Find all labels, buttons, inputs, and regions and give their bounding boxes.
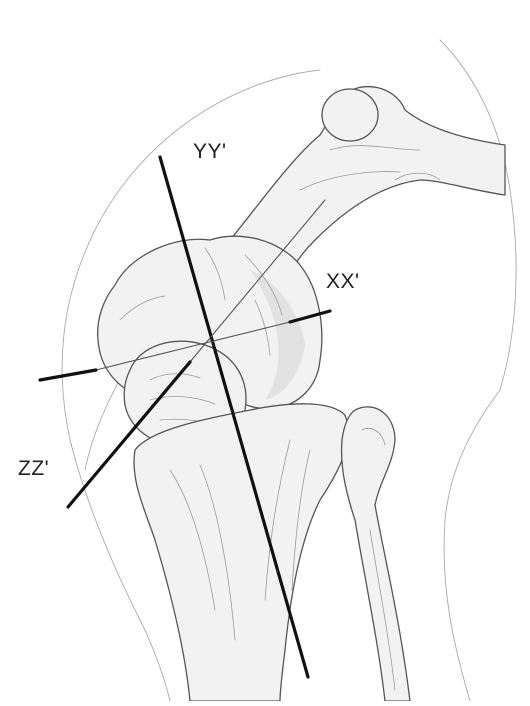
fibula [342,407,410,701]
xx-axis-left-segment [40,370,96,380]
yy-axis-label: YY' [193,140,227,164]
zz-axis-label: ZZ' [18,457,49,481]
tibia [134,404,348,701]
xx-axis-label: XX' [326,270,360,294]
